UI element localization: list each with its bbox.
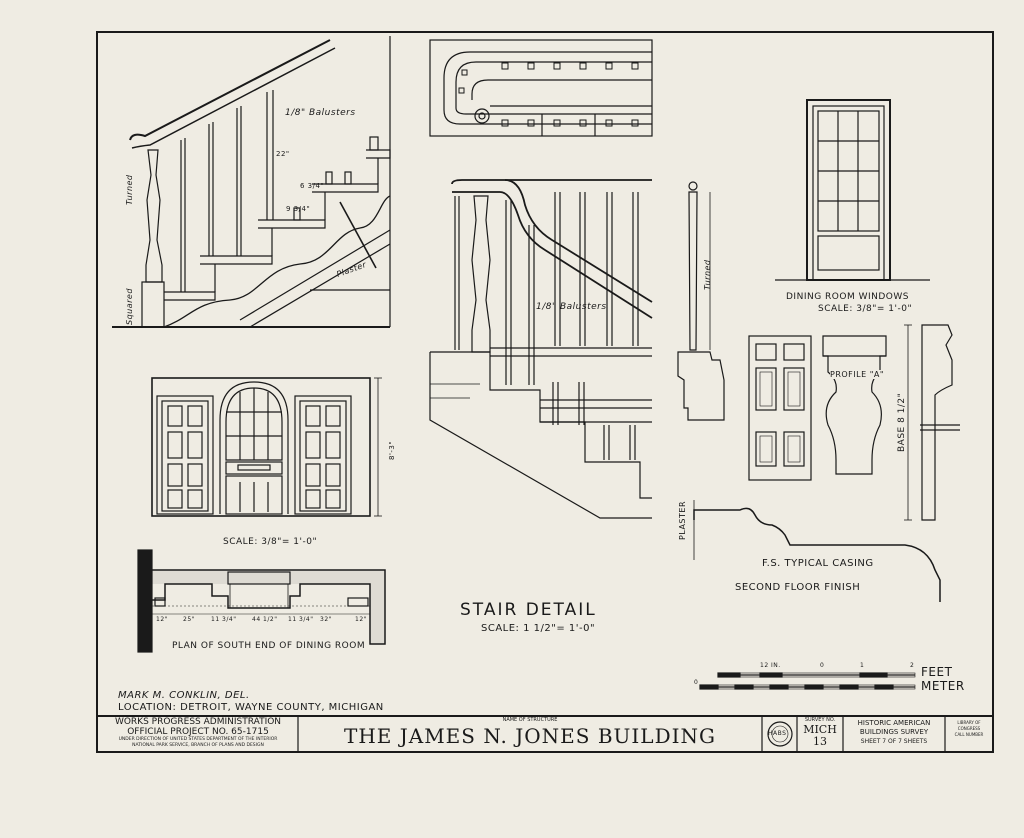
survey-label: SURVEY NO. — [804, 717, 836, 723]
stair-detail-title: STAIR DETAIL — [460, 600, 597, 620]
window-caption: DINING ROOM WINDOWS — [786, 292, 909, 302]
dim-9-75: 9 3/4" — [286, 205, 311, 213]
survey-number: 13 — [813, 735, 827, 748]
handrail-plan — [429, 39, 653, 137]
stair-elevation-left — [112, 36, 391, 328]
structure-name: THE JAMES N. JONES BUILDING — [344, 724, 716, 748]
wpa-line-3: UNDER DIRECTION OF UNITED STATES DEPARTM… — [118, 737, 278, 742]
turned-label-left: Turned — [125, 174, 134, 205]
structure-block: NAME OF STRUCTURE THE JAMES N. JONES BUI… — [300, 717, 760, 748]
plan-dim: 12" — [156, 616, 168, 623]
survey-state: MICH — [803, 723, 837, 736]
habs-line-1: HISTORIC AMERICAN — [857, 719, 931, 727]
profile-a — [822, 335, 887, 475]
casing-subcaption: SECOND FLOOR FINISH — [735, 582, 861, 593]
squared-label: Squared — [125, 288, 134, 325]
profile-a-label: PROFILE "A" — [830, 370, 885, 379]
loc-block: LIBRARY OF CONGRESS CALL NUMBER — [946, 720, 992, 738]
plan-caption: PLAN OF SOUTH END OF DINING ROOM — [172, 641, 366, 651]
title-block-frame — [96, 715, 994, 753]
loc-line-2: CALL NUMBER — [954, 732, 984, 737]
newel-section — [677, 181, 725, 421]
dim-22: 22" — [276, 150, 290, 158]
elevation-scale: SCALE: 3/8"= 1'-0" — [223, 537, 318, 547]
balusters-label-mid: 1/8" Balusters — [536, 302, 607, 312]
plaster-label-casing: PLASTER — [678, 500, 687, 540]
dining-room-plan — [137, 549, 386, 653]
seal-text: HABS — [768, 730, 787, 737]
loc-line-1: LIBRARY OF CONGRESS — [957, 720, 981, 731]
base-label: BASE 8 1/2" — [897, 392, 907, 452]
scale-tick: 12 IN. — [760, 662, 781, 669]
scale-tick: 0 — [820, 662, 825, 669]
habs-block: HISTORIC AMERICAN BUILDINGS SURVEY SHEET… — [844, 719, 944, 746]
wpa-line-4: NATIONAL PARK SERVICE, BRANCH OF PLANS A… — [132, 743, 264, 748]
scale-zero: 0 — [694, 679, 699, 686]
elevation-height: 8'-3" — [388, 440, 396, 460]
plan-dim: 25" — [183, 616, 195, 623]
scale-tick: 1 — [860, 662, 865, 669]
panel-detail — [748, 335, 812, 481]
scale-feet-label: FEET — [921, 665, 953, 679]
dim-6-75: 6 3/4" — [300, 182, 325, 190]
wpa-block: WORKS PROGRESS ADMINISTRATION OFFICIAL P… — [99, 717, 297, 749]
window-scale: SCALE: 3/8"= 1'-0" — [818, 304, 913, 314]
stair-detail-center — [429, 179, 653, 519]
plan-dim: 11 3/4" — [211, 616, 237, 623]
stair-detail-scale: SCALE: 1 1/2"= 1'-0" — [481, 623, 596, 634]
habs-seal — [767, 721, 793, 747]
structure-name-label: NAME OF STRUCTURE — [502, 717, 558, 723]
wpa-line-2: OFFICIAL PROJECT NO. 65-1715 — [127, 727, 269, 737]
graphic-scale — [699, 672, 916, 690]
delineator: MARK M. CONKLIN, DEL. — [118, 690, 250, 701]
balusters-label-upper: 1/8" Balusters — [285, 108, 356, 118]
turned-label-right: Turned — [703, 259, 712, 290]
plan-dim: 44 1/2" — [252, 616, 278, 623]
wpa-line-1: WORKS PROGRESS ADMINISTRATION — [114, 717, 282, 727]
base-profile — [904, 324, 960, 521]
survey-block: SURVEY NO. MICH 13 — [798, 717, 842, 748]
dining-room-window — [775, 99, 930, 281]
dining-room-elevation — [151, 377, 382, 517]
casing-caption: F.S. TYPICAL CASING — [762, 558, 874, 569]
sheet-number: SHEET 7 OF 7 SHEETS — [860, 738, 928, 745]
plan-dim: 12" — [355, 616, 367, 623]
scale-tick: 2 — [910, 662, 915, 669]
scale-meter-label: METER — [921, 679, 965, 693]
location: LOCATION: DETROIT, WAYNE COUNTY, MICHIGA… — [118, 702, 384, 713]
plan-dim: 11 3/4" — [288, 616, 314, 623]
habs-line-2: BUILDINGS SURVEY — [859, 728, 929, 736]
typical-casing-profile — [693, 500, 941, 602]
plan-dim: 32" — [320, 616, 332, 623]
